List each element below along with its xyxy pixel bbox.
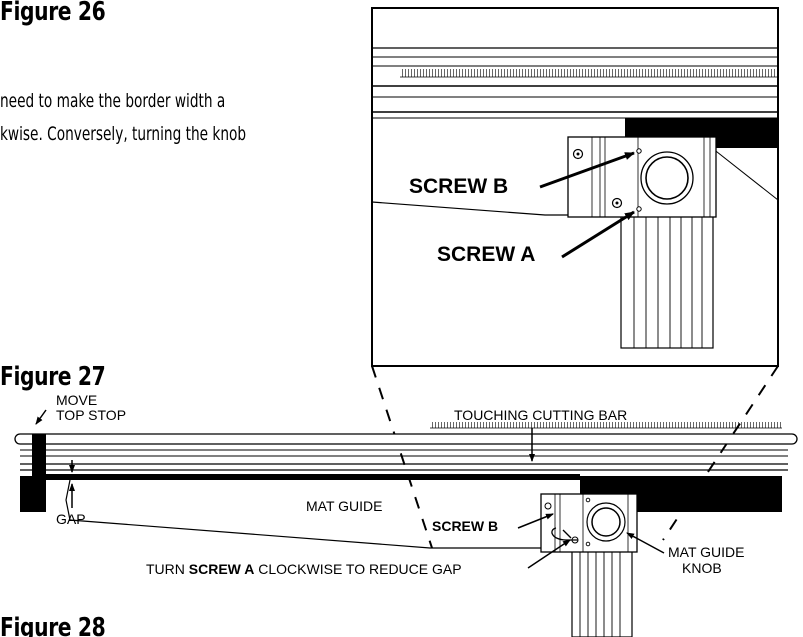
cutter-board bbox=[14, 422, 798, 637]
turn-prefix: TURN bbox=[146, 561, 189, 577]
mat-guide-label: MAT GUIDE bbox=[306, 498, 383, 514]
gap-label: GAP bbox=[56, 511, 86, 527]
inset-panel bbox=[372, 8, 778, 366]
turn-screw-a-instruction: TURN SCREW A CLOCKWISE TO REDUCE GAP bbox=[146, 562, 462, 577]
screw-b-label: SCREW B bbox=[432, 518, 499, 534]
mat-guide-knob-label-line-1: MAT GUIDE bbox=[668, 544, 745, 560]
move-top-stop-label-line-1: MOVE bbox=[56, 392, 98, 408]
figure-27-heading: Figure 27 bbox=[0, 362, 106, 392]
inset-screw-a-label: SCREW A bbox=[437, 243, 536, 266]
touching-cutting-bar-label: TOUCHING CUTTING BAR bbox=[454, 407, 628, 423]
turn-suffix: CLOCKWISE TO REDUCE GAP bbox=[254, 561, 462, 577]
move-top-stop-label-line-2: TOP STOP bbox=[56, 407, 127, 423]
figure-26-heading: Figure 26 bbox=[0, 0, 106, 27]
turn-screw-a: SCREW A bbox=[188, 561, 255, 577]
figure-26-body-line-2: kwise. Conversely, turning the knob bbox=[0, 123, 247, 145]
figure-26-body-line-1: need to make the border width a bbox=[0, 90, 226, 112]
mat-guide-knob-label-line-2: KNOB bbox=[682, 560, 722, 576]
inset-screw-b-label: SCREW B bbox=[409, 175, 509, 198]
figure-28-heading: Figure 28 bbox=[0, 613, 106, 637]
